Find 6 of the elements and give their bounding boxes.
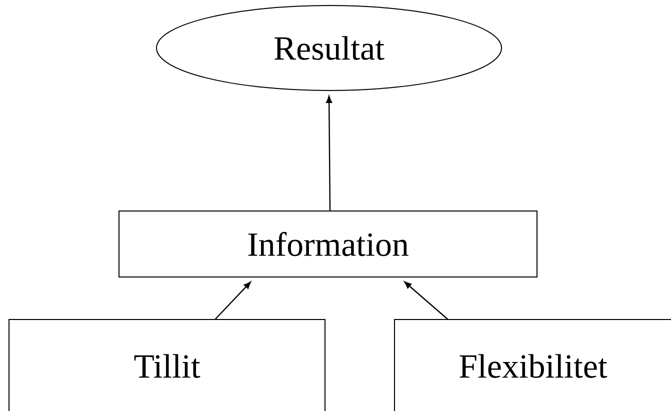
arrow — [326, 96, 332, 211]
process-box: Information — [118, 210, 538, 278]
arrow — [214, 282, 251, 320]
arrow — [404, 281, 448, 320]
factor-box: Tillit — [8, 319, 326, 411]
factor-box: Flexibilitet — [394, 319, 671, 411]
